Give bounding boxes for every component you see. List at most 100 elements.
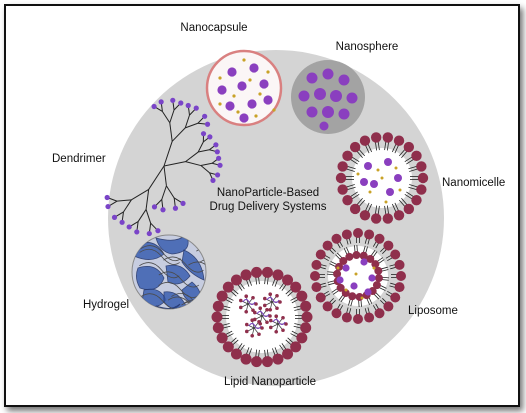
lipid-head	[244, 310, 248, 314]
dendrimer-terminal	[112, 215, 117, 220]
dendrimer-terminal	[202, 114, 207, 119]
lipid-head	[342, 151, 352, 161]
drug-particle	[307, 73, 318, 84]
dendrimer-terminal	[215, 172, 220, 177]
label-hydrogel: Hydrogel	[83, 299, 129, 311]
drug-particle	[339, 75, 350, 86]
drug-particle	[217, 85, 226, 94]
payload-dot	[381, 177, 384, 180]
lipid-head	[350, 142, 360, 152]
lipid-head	[416, 184, 426, 194]
lipid-head	[323, 241, 333, 251]
lipid-head	[274, 314, 278, 318]
lipid-head	[332, 234, 342, 244]
drug-particle	[249, 63, 258, 72]
lipid-head	[371, 132, 381, 142]
drug-particle	[320, 122, 329, 131]
payload-dot	[236, 110, 239, 113]
label-nanosphere: Nanosphere	[336, 41, 399, 53]
lipid-head	[360, 136, 370, 146]
dendrimer-terminal	[105, 195, 110, 200]
lipid-head	[352, 251, 360, 259]
payload-dot	[369, 191, 372, 194]
lipid-head	[383, 213, 393, 223]
payload-dot	[232, 94, 235, 97]
drug-particle	[314, 88, 326, 100]
drug-particle	[323, 69, 334, 80]
nanocapsule-figure	[207, 51, 281, 125]
payload-dot	[248, 78, 251, 81]
figure-frame: Nanocapsule Nanosphere Nanomicelle Lipos…	[4, 4, 520, 407]
drug-particle	[225, 101, 234, 110]
drug-particle	[307, 107, 318, 118]
dendrimer-terminal	[210, 178, 215, 183]
dendrimer-terminal	[215, 149, 220, 154]
lipid-head	[253, 311, 257, 315]
lipid-head	[364, 229, 374, 239]
label-lipid-nanoparticle: Lipid Nanoparticle	[224, 376, 316, 388]
lipid-head	[416, 161, 426, 171]
lipid-head	[404, 204, 414, 214]
lipid-head	[375, 274, 383, 282]
lipid-head	[332, 308, 342, 318]
dendrimer-terminal	[216, 156, 221, 161]
lipid-head	[395, 260, 405, 270]
lipid-head	[239, 306, 243, 310]
lipid-head	[375, 308, 385, 318]
dendrimer-terminal	[155, 228, 160, 233]
lipid-head	[253, 318, 257, 322]
lipid-head	[263, 304, 267, 308]
lipid-head	[258, 306, 262, 310]
payload-dot	[373, 267, 376, 270]
payload-dot	[395, 167, 398, 170]
lipid-head	[371, 213, 381, 223]
lipid-head	[337, 184, 347, 194]
lipid-head	[245, 330, 249, 334]
payload-dot	[377, 169, 380, 172]
label-dendrimer: Dendrimer	[52, 153, 106, 165]
payload-dot	[254, 114, 257, 117]
payload-dot	[399, 189, 402, 192]
lipid-head	[272, 269, 283, 280]
nanosphere-figure	[291, 60, 365, 134]
lipid-head	[374, 267, 382, 275]
lipid-head	[342, 195, 352, 205]
payload-dot	[345, 289, 348, 292]
lipid-head	[239, 299, 243, 303]
lipid-head	[223, 341, 234, 352]
lipid-head	[316, 250, 326, 260]
drug-particle	[342, 264, 349, 271]
dendrimer-terminal	[207, 134, 212, 139]
drug-particle	[239, 113, 248, 122]
payload-dot	[385, 201, 388, 204]
lipid-head	[265, 320, 269, 324]
lipid-head	[268, 308, 272, 312]
lipid-head	[336, 173, 346, 183]
lipid-head	[258, 322, 262, 326]
lipid-head	[244, 294, 248, 298]
dendrimer-terminal	[217, 163, 222, 168]
lipid-head	[364, 313, 374, 323]
lipid-head	[245, 323, 249, 327]
lipid-head	[310, 271, 320, 281]
dendrimer-terminal	[173, 206, 178, 211]
lipid-head	[404, 142, 414, 152]
drug-particle	[237, 81, 246, 90]
payload-dot	[355, 273, 358, 276]
lipid-head	[395, 282, 405, 292]
lipid-head	[275, 306, 279, 310]
lipid-head	[257, 332, 261, 336]
drug-particle	[330, 90, 342, 102]
lipid-head	[375, 234, 385, 244]
dendrimer-terminal	[159, 99, 164, 104]
dendrimer-terminal	[127, 224, 132, 229]
dendrimer-terminal	[178, 100, 183, 105]
lipid-head	[323, 301, 333, 311]
dendrimer-terminal	[180, 201, 185, 206]
lipid-head	[342, 229, 352, 239]
lipid-head	[302, 312, 313, 323]
drug-particle	[247, 99, 256, 108]
drug-particle	[227, 67, 236, 76]
dendrimer-terminal	[147, 231, 152, 236]
payload-dot	[361, 297, 364, 300]
